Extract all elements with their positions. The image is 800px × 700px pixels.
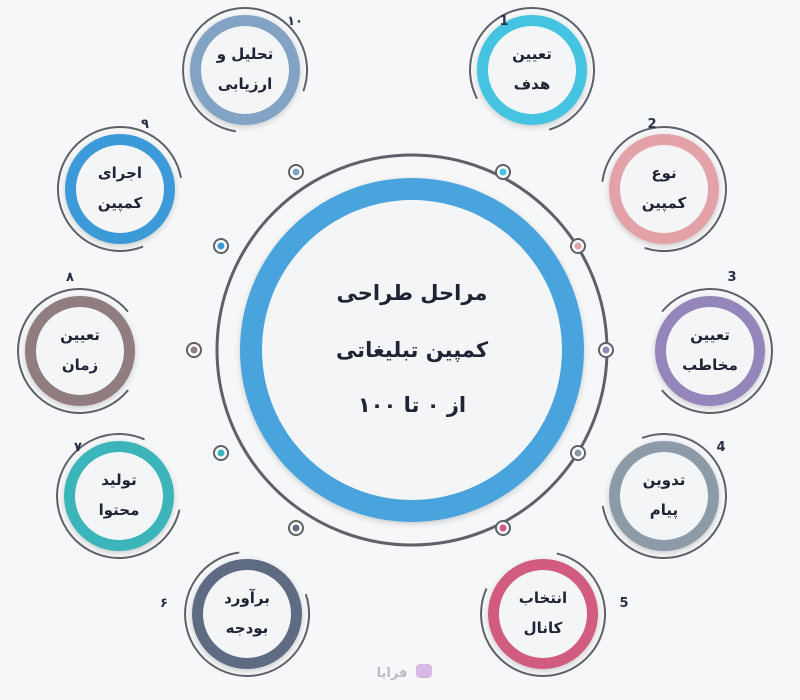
step-disc-5 <box>499 570 587 658</box>
step-disc-10 <box>201 26 289 114</box>
step-disc-8 <box>36 307 124 395</box>
step-number-1: 1 <box>499 14 508 29</box>
step-arc-9 <box>57 125 182 252</box>
step-7: تولید محتوا ۷ <box>56 432 181 559</box>
step-arc-7 <box>56 432 181 559</box>
center-disc <box>262 200 562 500</box>
step-label-3-line-2: مخاطب <box>682 356 738 374</box>
step-label-4-line-2: پیام <box>650 501 678 520</box>
step-label-1-line-2: هدف <box>514 75 551 93</box>
ring-dot-core-10 <box>292 168 300 176</box>
ring-dot-core-1 <box>499 168 507 176</box>
step-arc-1 <box>469 7 596 131</box>
step-label-6-line-2: بودجه <box>226 619 269 637</box>
step-label-9-line-1: اجرای <box>98 164 142 182</box>
ring-dot-core-8 <box>190 346 198 354</box>
step-4: تدوین پیام 4 <box>601 433 727 559</box>
step-8: تعیین زمان ۸ <box>17 270 135 414</box>
diagram-title-line-1: مراحل طراحی <box>337 281 488 305</box>
step-number-5: 5 <box>619 596 628 611</box>
step-label-2-line-1: نوع <box>651 164 676 182</box>
brand-logo-icon <box>416 664 432 678</box>
step-label-5-line-2: کانال <box>524 619 563 637</box>
step-number-9: ۹ <box>141 117 149 132</box>
step-disc-3 <box>666 307 754 395</box>
step-5: انتخاب کانال 5 <box>480 552 629 677</box>
ring-dot-core-4 <box>574 449 582 457</box>
step-disc-7 <box>75 452 163 540</box>
ring-dot-core-9 <box>217 242 225 250</box>
step-arc-2 <box>601 126 727 253</box>
step-6: برآورد بودجه ۶ <box>160 551 311 677</box>
diagram-title-line-2: کمپین تبلیغاتی <box>336 338 489 362</box>
ring-dots <box>186 164 614 536</box>
step-number-4: 4 <box>716 440 725 455</box>
diagram-title-line-3: از ۰ تا ۱۰۰ <box>358 393 466 417</box>
step-nodes: تعیین هدف 1 نوع کمپین 2 تعیین مخاطب 3 تدوین پیام 4 ا… <box>17 7 773 677</box>
step-disc-1 <box>488 26 576 114</box>
step-number-6: ۶ <box>160 596 168 611</box>
step-arc-3 <box>661 288 773 414</box>
step-label-7-line-1: تولید <box>101 471 136 489</box>
ring-dot-core-5 <box>499 524 507 532</box>
step-label-8-line-1: تعیین <box>60 326 100 344</box>
brand-logo-text: فرایا <box>377 666 408 681</box>
step-label-1-line-1: تعیین <box>512 45 552 63</box>
step-label-8-line-2: زمان <box>62 356 98 374</box>
step-label-5-line-1: انتخاب <box>519 589 567 607</box>
brand-logo: فرایا <box>377 664 432 681</box>
step-arc-6 <box>184 551 311 677</box>
step-number-2: 2 <box>647 117 656 132</box>
ring-dot-core-3 <box>602 346 610 354</box>
step-label-3-line-1: تعیین <box>690 326 730 344</box>
step-9: اجرای کمپین ۹ <box>57 117 182 252</box>
step-disc-4 <box>620 452 708 540</box>
step-disc-9 <box>76 145 164 233</box>
ring-dot-core-2 <box>574 242 582 250</box>
ring-dot-core-7 <box>217 449 225 457</box>
step-10: تحلیل و ارزیابی ۱۰ <box>182 7 309 133</box>
step-label-9-line-2: کمپین <box>98 194 143 213</box>
step-2: نوع کمپین 2 <box>601 117 727 253</box>
step-number-8: ۸ <box>66 270 74 285</box>
step-number-7: ۷ <box>74 440 82 455</box>
step-label-2-line-2: کمپین <box>642 194 687 213</box>
step-number-10: ۱۰ <box>287 14 303 29</box>
ring-dot-core-6 <box>292 524 300 532</box>
step-label-7-line-2: محتوا <box>99 501 140 519</box>
step-arc-10 <box>182 7 309 133</box>
step-label-4-line-1: تدوین <box>643 471 686 489</box>
step-number-3: 3 <box>727 270 736 285</box>
step-3: تعیین مخاطب 3 <box>655 270 773 414</box>
step-arc-4 <box>601 433 727 559</box>
step-disc-2 <box>620 145 708 233</box>
step-1: تعیین هدف 1 <box>469 7 596 131</box>
step-disc-6 <box>203 570 291 658</box>
step-label-6-line-1: برآورد <box>224 589 270 607</box>
step-label-10-line-2: ارزیابی <box>218 75 273 93</box>
step-arc-8 <box>17 288 129 414</box>
step-label-10-line-1: تحلیل و <box>216 45 274 63</box>
step-arc-5 <box>480 552 607 677</box>
